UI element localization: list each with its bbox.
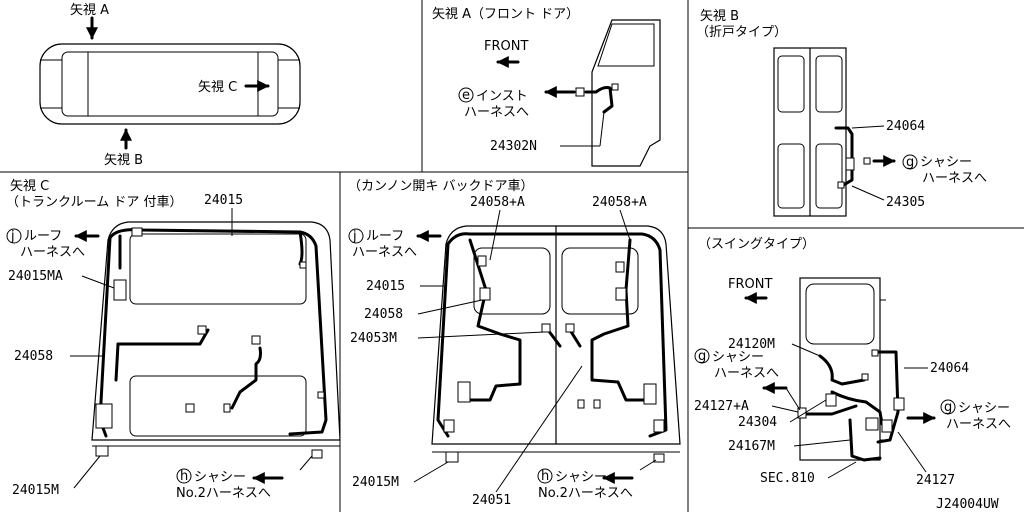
- swing-g2-text1: シャシー: [958, 401, 1010, 416]
- view-c-j-text2: ハーネスへ: [20, 245, 85, 260]
- connector-g-marker-s2: [940, 399, 956, 415]
- drawing-id: J24004UW: [936, 497, 999, 512]
- connector-h-letter-k: h: [541, 469, 549, 484]
- part-24127a: 24127+A: [694, 399, 749, 414]
- connector-g-marker: [902, 154, 918, 170]
- view-a-conn-text1: インスト: [476, 89, 528, 104]
- view-b-title1: 矢視 B: [700, 9, 739, 24]
- swing-g1-text1: シャシー: [712, 350, 764, 365]
- connector-g-marker-s1: [694, 348, 710, 364]
- connector-g-letter-s2: g: [944, 400, 952, 415]
- kannon-door-outline: [431, 225, 681, 453]
- swing-title: （スイングタイプ）: [698, 237, 815, 252]
- part-24015m-c: 24015M: [12, 483, 59, 498]
- part-24058-k: 24058: [364, 307, 403, 322]
- part-24120m: 24120M: [728, 337, 775, 352]
- connector-j-marker-c: [6, 228, 22, 244]
- part-24058a-right: 24058+A: [592, 195, 647, 210]
- swing-front-label: FRONT: [728, 277, 772, 292]
- view-b-conn-text2: ハーネスへ: [922, 171, 987, 186]
- part-24304: 24304: [738, 415, 777, 430]
- view-c-title1: 矢視 C: [10, 179, 49, 194]
- kannon-h-text2: No.2ハーネスへ: [538, 486, 633, 501]
- part-24302n: 24302N: [490, 139, 537, 154]
- folding-door-outline: [773, 47, 847, 217]
- view-a-conn-text2: ハーネスへ: [464, 105, 529, 120]
- kannon-harness: [436, 232, 668, 463]
- view-a-front-label: FRONT: [484, 39, 528, 54]
- swing-g2-text2: ハーネスへ: [946, 417, 1011, 432]
- connector-e-letter: e: [462, 88, 470, 103]
- connector-h-marker-k: [537, 468, 553, 484]
- arrow-b-label: 矢視 B: [104, 153, 143, 168]
- part-24015-top: 24015: [204, 193, 243, 208]
- view-c-harness: [95, 227, 328, 459]
- part-24015ma: 24015MA: [8, 269, 63, 284]
- part-24127: 24127: [916, 473, 955, 488]
- part-24053m: 24053M: [350, 331, 397, 346]
- view-c-title2: （トランクルーム ドア 付車）: [6, 195, 183, 210]
- view-c-h-text1: シャシー: [194, 470, 246, 485]
- part-24058-c: 24058: [14, 349, 53, 364]
- arrow-c-label: 矢視 C: [198, 80, 237, 95]
- part-24051: 24051: [472, 493, 511, 508]
- connector-j-letter-k: j: [352, 229, 357, 244]
- view-b-title2: （折戸タイプ）: [696, 25, 787, 40]
- view-c-h-text2: No.2ハーネスへ: [176, 486, 271, 501]
- view-b-conn-text1: シャシー: [920, 155, 972, 170]
- arrow-a-label: 矢視 A: [70, 3, 109, 18]
- connector-j-letter-c: j: [10, 229, 15, 244]
- swing-harness: [797, 349, 905, 462]
- part-24305: 24305: [886, 195, 925, 210]
- connector-h-marker-c: [176, 468, 192, 484]
- view-a-title: 矢視 A（フロント ドア）: [432, 7, 579, 22]
- sec-810-label: SEC.810: [760, 471, 815, 486]
- connector-h-letter-c: h: [180, 469, 188, 484]
- part-24015m-k: 24015M: [352, 475, 399, 490]
- front-door-outline: [591, 19, 661, 167]
- connector-g-letter-s1: g: [698, 349, 706, 364]
- swing-door-outline: [799, 277, 886, 461]
- part-24058a-left: 24058+A: [470, 195, 525, 210]
- swing-g1-text2: ハーネスへ: [714, 366, 779, 381]
- part-24064-b: 24064: [886, 119, 925, 134]
- kannon-j-text2: ハーネスへ: [352, 245, 417, 260]
- kannon-j-text1: ルーフ: [366, 229, 404, 244]
- part-24015-k: 24015: [366, 279, 405, 294]
- vehicle-top-view: [39, 16, 301, 150]
- kannon-title: （カンノン開キ バックドア車）: [348, 179, 533, 194]
- connector-j-marker-k: [348, 228, 364, 244]
- trunk-door-outline: [91, 221, 341, 447]
- kannon-h-text1: シャシー: [555, 470, 607, 485]
- connector-e-marker: [458, 87, 474, 103]
- view-b-harness: [834, 126, 871, 189]
- connector-g-letter: g: [906, 155, 914, 170]
- view-a-harness: [575, 83, 619, 114]
- part-24064-s: 24064: [930, 361, 969, 376]
- part-24167m: 24167M: [728, 439, 775, 454]
- view-c-j-text1: ルーフ: [24, 229, 62, 244]
